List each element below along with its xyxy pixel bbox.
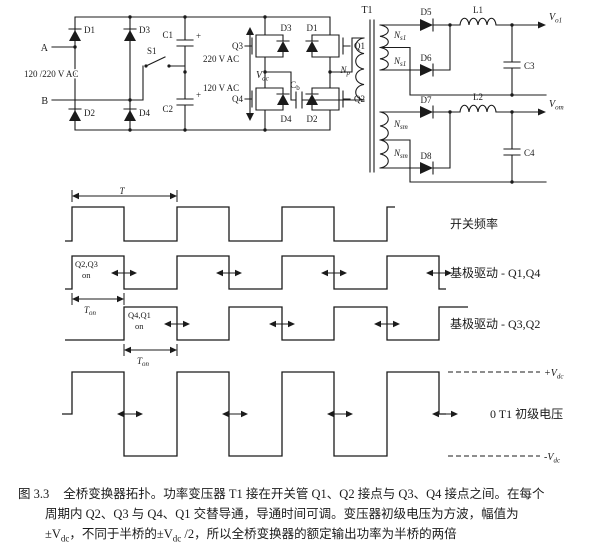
row3-pulse-label-line1: Q4,Q1 <box>128 310 151 320</box>
switch-s1-label: S1 <box>147 46 157 56</box>
vo1-label: Vo1 <box>549 12 562 25</box>
junction-dots <box>73 15 514 184</box>
terminal-a-label: A <box>41 43 49 54</box>
terminal-b-label: B <box>41 96 48 107</box>
row3-ton-label: Ton <box>137 356 150 368</box>
rectifier-d4-label: D4 <box>139 108 150 118</box>
vdc-label: Vdc <box>256 70 270 83</box>
rectifier-d4-triangle <box>124 110 136 121</box>
fet-d4-label: D4 <box>281 114 292 124</box>
caption-text-3a: ±V <box>45 527 61 541</box>
vom-arrowhead <box>538 108 546 116</box>
d8-label: D8 <box>421 151 432 161</box>
minus-vdc-label: -Vdc <box>544 452 561 465</box>
caption-text-2: 周期内 Q2、Q3 与 Q4、Q1 交替导通，导通时间可调。变压器初级电压为方波… <box>45 507 519 521</box>
row4-right-label: 0 T1 初级电压 <box>490 407 563 421</box>
vdc-arrow-down <box>246 113 254 121</box>
nsm-upper-label: Nsm <box>393 119 408 131</box>
output-d7-triangle <box>420 106 433 118</box>
timing-waveforms: T 开关频率 Q2,Q3 on Ton 基极驱动 - Q1,Q4 Q4,Q1 o… <box>62 186 564 465</box>
inductor-l2-coil <box>459 104 497 113</box>
caption-text-1: 全桥变换器拓扑。功率变压器 T1 接在开关管 Q1、Q2 接点与 Q3、Q4 接… <box>63 487 545 501</box>
caption-line-3: ±Vdc，不同于半桥的±Vdc /2，所以全桥变换器的额定输出功率为半桥的两倍 <box>18 524 596 549</box>
cb-label: Cb <box>290 80 300 92</box>
row3-pulse-label-line2: on <box>135 321 144 331</box>
waveform-t1-primary-voltage: +Vdc -Vdc 0 T1 初级电压 <box>62 368 564 465</box>
period-t-label: T <box>119 186 125 196</box>
row2-pulse-label-line1: Q2,Q3 <box>75 259 98 269</box>
plus-vdc-label: +Vdc <box>544 368 564 381</box>
vo1-arrowhead <box>538 21 546 29</box>
c4-label: C4 <box>524 148 535 158</box>
figure-caption: 图 3.3 全桥变换器拓扑。功率变压器 T1 接在开关管 Q1、Q2 接点与 Q3… <box>18 484 596 549</box>
d6-label: D6 <box>421 53 432 63</box>
waveform-base-drive-q3q2: Q4,Q1 on Ton 基极驱动 - Q3,Q2 <box>65 306 540 368</box>
nsm-lower-label: Nsm <box>393 148 408 160</box>
row3-right-label: 基极驱动 - Q3,Q2 <box>450 317 540 331</box>
caption-sub-dc-2: dc <box>172 533 182 544</box>
ns1-upper-label: Ns1 <box>393 30 406 42</box>
secondary-winding-nsm <box>379 111 389 169</box>
q4-label: Q4 <box>232 94 243 104</box>
secondary-winding-ns1 <box>379 24 389 71</box>
cap-c1-voltage: 220 V AC <box>203 54 239 64</box>
waveform-base-drive-q1q4: Q2,Q3 on Ton 基极驱动 - Q1,Q4 <box>65 255 540 317</box>
cap-c2-label: C2 <box>162 104 173 114</box>
row1-right-label: 开关频率 <box>450 216 498 231</box>
cap-c1-plus: + <box>196 31 201 41</box>
waveform-switching-frequency: T 开关频率 <box>65 186 498 242</box>
fet-d1-label: D1 <box>307 23 318 33</box>
fet-d1-triangle <box>306 41 318 52</box>
caption-line-2: 周期内 Q2、Q3 与 Q4、Q1 交替导通，导通时间可调。变压器初级电压为方波… <box>18 504 596 524</box>
diode-symbols <box>69 19 546 174</box>
caption-sub-dc-1: dc <box>60 533 70 544</box>
fet-d2-triangle <box>306 94 318 105</box>
rectifier-d1-triangle <box>69 30 81 41</box>
row2-ton-label: Ton <box>84 305 97 317</box>
l2-label: L2 <box>473 92 483 102</box>
transformer-and-inductor-coils <box>355 17 497 169</box>
figure-number: 图 3.3 <box>18 487 50 501</box>
cap-c2-voltage: 120 V AC <box>203 83 239 93</box>
c3-label: C3 <box>524 61 535 71</box>
output-d8-triangle <box>420 162 433 174</box>
cap-c2-plus: + <box>196 90 201 100</box>
fet-d4-triangle <box>277 94 289 105</box>
caption-text-3b: ，不同于半桥的±V <box>69 527 173 541</box>
output-d5-triangle <box>420 19 433 31</box>
primary-winding-np <box>355 37 365 101</box>
output-d6-triangle <box>420 64 433 76</box>
inductor-l1-coil <box>459 17 497 26</box>
vom-label: Vom <box>549 99 564 112</box>
fet-d2-label: D2 <box>307 114 318 124</box>
full-bridge-converter-schematic: A B 120 /220 V AC D1 D3 D2 D4 S1 C1 + 22… <box>23 5 564 184</box>
circuit-wiring <box>51 16 547 183</box>
cap-c1-label: C1 <box>162 30 173 40</box>
d5-label: D5 <box>421 7 432 17</box>
row2-right-label: 基极驱动 - Q1,Q4 <box>450 266 540 280</box>
fet-d3-label: D3 <box>281 23 292 33</box>
transformer-t1-label: T1 <box>361 5 372 16</box>
np-label: Np <box>339 65 350 77</box>
rectifier-d2-triangle <box>69 110 81 121</box>
q1-label: Q1 <box>354 41 365 51</box>
ac-input-label: 120 /220 V AC <box>24 69 78 79</box>
rectifier-d1-label: D1 <box>84 25 95 35</box>
caption-text-3c: /2，所以全桥变换器的额定输出功率为半桥的两倍 <box>181 527 457 541</box>
q3-label: Q3 <box>232 41 243 51</box>
ns1-lower-label: Ns1 <box>393 56 406 68</box>
fet-d3-triangle <box>277 41 289 52</box>
rectifier-d3-label: D3 <box>139 25 150 35</box>
rectifier-d2-label: D2 <box>84 108 95 118</box>
d7-label: D7 <box>421 95 432 105</box>
caption-line-1: 图 3.3 全桥变换器拓扑。功率变压器 T1 接在开关管 Q1、Q2 接点与 Q3… <box>18 484 596 504</box>
rectifier-d3-triangle <box>124 30 136 41</box>
l1-label: L1 <box>473 5 483 15</box>
row2-pulse-label-line2: on <box>82 270 91 280</box>
vdc-arrow-up <box>246 27 254 35</box>
q2-label: Q2 <box>354 94 365 104</box>
